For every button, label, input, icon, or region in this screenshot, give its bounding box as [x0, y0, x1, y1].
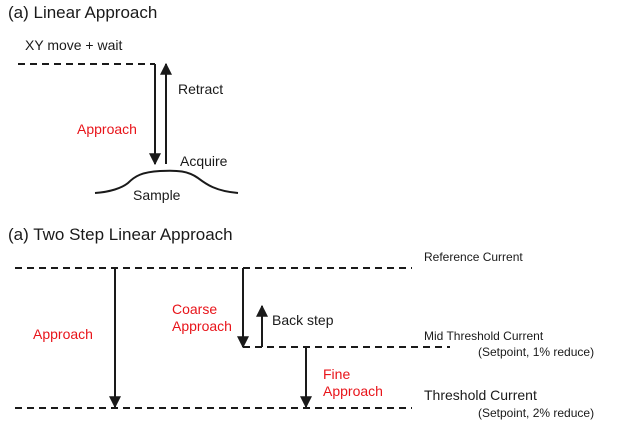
panel-b-title: (a) Two Step Linear Approach: [8, 225, 233, 244]
acquire-label: Acquire: [180, 153, 228, 169]
reference-current-label: Reference Current: [424, 250, 523, 264]
back-step-label: Back step: [272, 312, 334, 328]
xy-move-label: XY move + wait: [25, 37, 123, 53]
threshold-current-label: Threshold Current: [424, 387, 537, 403]
mid-threshold-label: Mid Threshold Current: [424, 329, 544, 343]
sample-surface-curve: [94, 169, 239, 194]
coarse-label-line2: Approach: [172, 318, 232, 334]
fine-label-line2: Approach: [323, 383, 383, 399]
approach-label-b: Approach: [33, 326, 93, 342]
approach-label: Approach: [77, 121, 137, 137]
coarse-label-line1: Coarse: [172, 301, 217, 317]
sample-label: Sample: [133, 187, 181, 203]
threshold-setpoint-label: (Setpoint, 2% reduce): [478, 406, 594, 420]
fine-label-line1: Fine: [323, 366, 350, 382]
retract-label: Retract: [178, 81, 223, 97]
mid-setpoint-label: (Setpoint, 1% reduce): [478, 345, 594, 359]
panel-a-title: (a) Linear Approach: [8, 3, 157, 22]
